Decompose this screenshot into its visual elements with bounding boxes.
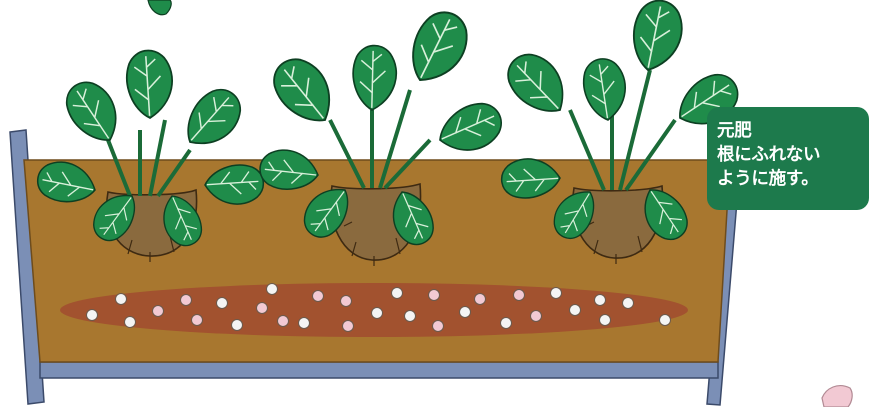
callout-line-2: ように施す。: [717, 167, 859, 191]
leaf-fragment-top: [148, 0, 171, 15]
callout-title: 元肥: [717, 119, 859, 143]
pellet-fragment-bottom-right: [822, 386, 852, 407]
callout-line-1: 根にふれない: [717, 143, 859, 167]
fertilizer-callout: 元肥 根にふれない ように施す。: [707, 107, 869, 210]
